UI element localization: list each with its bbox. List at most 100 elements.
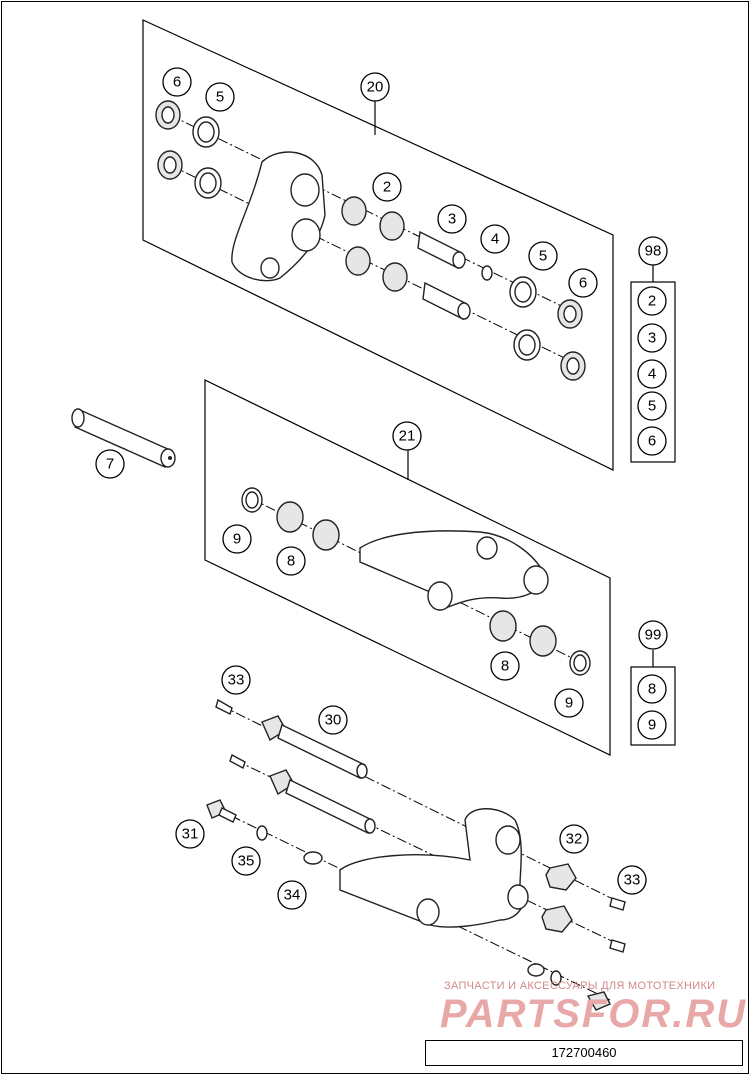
bolt-30-lower	[269, 769, 376, 834]
bushing-8-right-a	[489, 610, 517, 642]
grease-nipple-33-right	[609, 897, 626, 911]
watermark-logo: PARTSFOR.RU	[440, 992, 748, 1036]
svg-text:5: 5	[539, 248, 547, 265]
svg-text:6: 6	[173, 74, 181, 91]
callout-5-left: 5	[205, 82, 235, 112]
bearing-6-upper-left	[155, 100, 181, 130]
callout-33-upper: 33	[221, 665, 251, 695]
callout-34: 34	[277, 880, 307, 910]
sleeve-3-lower	[422, 281, 471, 321]
svg-text:4: 4	[648, 366, 656, 383]
svg-text:9: 9	[565, 695, 573, 712]
seal-9-left	[241, 487, 263, 513]
svg-text:21: 21	[399, 428, 416, 445]
washer-34	[303, 851, 323, 865]
grease-nipple-33-upper	[215, 698, 233, 715]
svg-text:33: 33	[228, 672, 245, 689]
svg-text:30: 30	[325, 712, 342, 729]
bolt-lower	[586, 991, 611, 1011]
kit-98-item-3: 3	[637, 323, 667, 353]
bushing-8-right-b	[529, 625, 557, 657]
svg-text:3: 3	[648, 330, 656, 347]
bolt-31	[206, 799, 237, 823]
grease-nipple-lower	[229, 753, 246, 770]
sleeve-3-upper	[417, 230, 466, 270]
callout-9-right: 9	[554, 688, 584, 718]
svg-text:31: 31	[182, 826, 199, 843]
svg-text:6: 6	[579, 275, 587, 292]
svg-text:9: 9	[233, 531, 241, 548]
svg-text:35: 35	[238, 853, 255, 870]
linkage-arm	[359, 530, 549, 611]
grease-nipple-lower-right	[609, 939, 626, 953]
callout-6-left: 6	[162, 67, 192, 97]
washer-lower-b	[550, 970, 562, 986]
svg-text:32: 32	[566, 831, 583, 848]
svg-text:4: 4	[491, 231, 499, 248]
seal-5-lower-right	[513, 329, 541, 361]
svg-text:20: 20	[367, 79, 384, 96]
watermark-tagline: ЗАПЧАСТИ И АКСЕССУАРЫ ДЛЯ МОТОТЕХНИКИ	[444, 980, 716, 992]
callout-31: 31	[175, 819, 205, 849]
kit-99-item-9: 9	[637, 710, 667, 740]
svg-text:33: 33	[624, 872, 641, 889]
kit-98-item-5: 5	[637, 391, 667, 421]
washer-lower-a	[527, 963, 545, 977]
svg-text:2: 2	[383, 179, 391, 196]
circlip-4	[481, 265, 493, 281]
svg-text:34: 34	[284, 887, 301, 904]
svg-text:5: 5	[648, 398, 656, 415]
callout-3: 3	[437, 204, 467, 234]
callout-35: 35	[231, 846, 261, 876]
nut-lower	[541, 905, 573, 933]
callout-4: 4	[480, 224, 510, 254]
bushing-2-upper	[341, 196, 367, 226]
svg-text:8: 8	[287, 553, 295, 570]
svg-text:99: 99	[645, 627, 662, 644]
callout-21: 21	[392, 421, 422, 451]
callout-6-right: 6	[568, 268, 598, 298]
reference-number: 172700460	[425, 1040, 743, 1066]
svg-text:2: 2	[648, 293, 656, 310]
callout-8-left: 8	[276, 546, 306, 576]
callout-20: 20	[360, 72, 390, 102]
svg-text:6: 6	[648, 433, 656, 450]
bearing-6-upper-right	[557, 299, 583, 329]
linkage-lever	[231, 151, 326, 282]
assembly-20-panel	[142, 19, 614, 471]
svg-text:8: 8	[648, 681, 656, 698]
kit-98-item-2: 2	[637, 286, 667, 316]
seal-5-lower-left	[194, 167, 222, 199]
callout-2: 2	[372, 172, 402, 202]
svg-text:3: 3	[448, 211, 456, 228]
kit-98-item-6: 6	[637, 426, 667, 456]
callout-7: 7	[95, 449, 125, 479]
bearing-6-lower-right	[560, 351, 586, 381]
callout-99: 99	[638, 620, 668, 650]
callout-33-right: 33	[617, 865, 647, 895]
pin-7	[71, 408, 176, 468]
callout-9-left: 9	[222, 524, 252, 554]
bushing-8-left-b	[312, 519, 340, 551]
svg-text:7: 7	[106, 456, 114, 473]
callout-32: 32	[559, 824, 589, 854]
bushing-lower-b	[382, 262, 408, 292]
nut-32	[545, 863, 577, 891]
svg-text:8: 8	[501, 658, 509, 675]
bolt-30-upper	[261, 715, 368, 779]
washer-35	[256, 825, 268, 841]
seal-9-right	[569, 650, 591, 676]
bearing-6-lower-left	[157, 150, 183, 180]
bushing-upper-b	[379, 211, 405, 241]
callout-8-right: 8	[490, 651, 520, 681]
seal-5-upper-left	[192, 116, 220, 148]
seal-5-upper-right	[509, 276, 537, 308]
svg-text:5: 5	[216, 89, 224, 106]
assembly-21-panel	[204, 379, 611, 756]
callout-98: 98	[638, 236, 668, 266]
bushing-8-left-a	[276, 501, 304, 533]
bushing-2-lower	[345, 246, 371, 276]
callout-5-right: 5	[528, 241, 558, 271]
